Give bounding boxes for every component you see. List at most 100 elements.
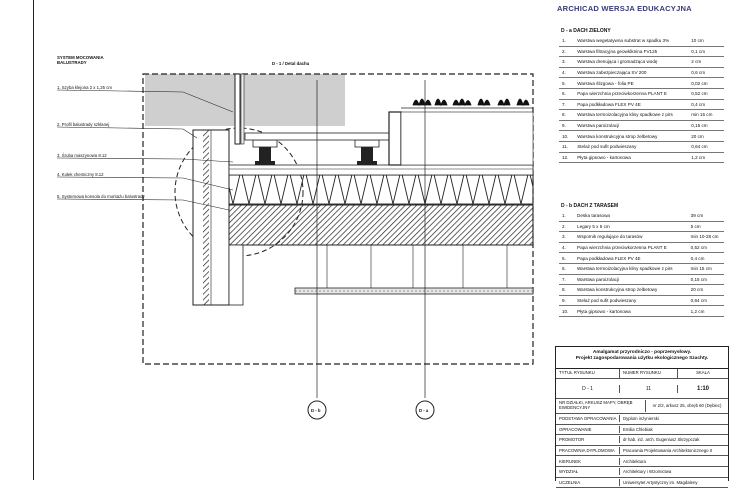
layer-name: Warstwa ślizgowa - folia PE: [576, 77, 691, 89]
layer-name: Warstwa paroizolacji: [576, 120, 691, 132]
layer-thickness: 20 cm: [689, 284, 724, 296]
layer-thickness: 5 cm: [689, 221, 724, 233]
layer-thickness: 39 cm: [689, 211, 724, 222]
axis-label-b: D - b: [311, 408, 321, 413]
callout-2: 2. Profil balustrady szklanej: [57, 122, 110, 127]
title-block-label: OPRACOWANIE: [556, 425, 620, 433]
layer-name: Papa podkładowa FLEX PV 4E: [576, 252, 690, 264]
roof-detail-drawing: [56, 73, 534, 420]
layer-number: 3.: [559, 56, 577, 68]
layer-thickness: 0,15 cm: [689, 274, 724, 286]
layer-thickness: 0,64 cm: [690, 141, 724, 153]
layer-name: Warstwa wegetatywna substrat w spadku 3%: [576, 36, 691, 47]
section-title-green-roof: D - a DACH ZIELONY: [561, 28, 611, 34]
sheet-frame-border: [33, 0, 34, 480]
layer-number: 6.: [559, 88, 577, 100]
title-block-label: KIERUNEK: [556, 457, 620, 465]
layer-row: 10.Warstwa konstrukcyjna strop żelbetowy…: [559, 130, 724, 142]
drawing-title-value: D - 1: [556, 384, 620, 393]
title-block-value: Emilia Chlebiak: [623, 426, 653, 432]
layer-name: Płyta gipsowo - kartonowa: [576, 305, 690, 317]
layer-thickness: 20 cm: [690, 130, 724, 142]
title-block-value: Architektury i Wzornictwa: [623, 469, 672, 475]
title-block-label: PROMOTOR: [556, 436, 620, 444]
terrace-deck: [244, 132, 391, 141]
layer-name: Warstwa konstrukcyjna strop żelbetowy: [576, 284, 690, 296]
layer-thickness: 1,2 cm: [689, 305, 724, 317]
layer-name: Stelaż pod sufit podwieszany: [576, 141, 691, 153]
layer-thickness: 0,4 cm: [689, 252, 724, 264]
plot-value: nr 2/2, arkusz 25, obręb 60 (Dębiec): [652, 402, 722, 408]
layer-name: Papa wierzchnia przeciwkorzenna PLANT E: [576, 242, 690, 254]
layer-name: Papa podkładowa FLEX PV 4E: [576, 99, 691, 111]
layer-number: 1.: [559, 36, 577, 47]
layer-name: Stelaż pod sufit podwieszany: [576, 295, 690, 307]
layer-number: 2.: [559, 46, 577, 58]
layer-number: 5.: [559, 252, 577, 264]
layer-name: Warstwa termoizolacyjna kliny spadkowe z…: [576, 109, 691, 121]
concrete-slab: [228, 204, 534, 246]
axis-label-a: D - a: [419, 408, 429, 413]
layer-thickness: min 15 cm: [690, 109, 724, 121]
layer-name: Papa wierzchnia przeciwkorzenna PLANT E: [576, 88, 691, 100]
layer-number: 8.: [559, 284, 577, 296]
layer-name: Deska tarasowa: [576, 211, 690, 222]
layer-number: 2.: [559, 221, 577, 233]
layer-thickness: 2 cm: [690, 56, 724, 68]
layer-number: 10.: [559, 130, 577, 142]
title-block-label: WYDZIAŁ: [556, 468, 620, 476]
green-roof-plants: [412, 98, 530, 107]
layer-row: 4.Papa wierzchnia przeciwkorzenna PLANT …: [559, 242, 724, 254]
layer-name: Warstwa filtracyjna geowłóknina FV125: [576, 46, 691, 58]
grey-fill-area: [145, 74, 345, 126]
layer-number: 7.: [559, 99, 577, 111]
layer-thickness: 0,64 cm: [689, 295, 724, 307]
layer-row: 8.Warstwa termoizolacyjna kliny spadkowe…: [559, 109, 724, 121]
callout-1: 1. Szyba klejona 2 x 1,25 cm: [57, 85, 112, 90]
scale-value: 1:10: [696, 385, 709, 392]
title-block-label: PRACOWNIA DYPLOMOWA: [556, 447, 620, 455]
project-title: Amalgamat przyrodniczo - poprzemysłowy.P…: [556, 347, 728, 369]
plot-label: NR DZIAŁKI, ARKUSZ MAPY, OBRĘB EWIDENCYJ…: [556, 400, 646, 412]
thermal-insulation: [228, 174, 534, 206]
title-block-label: PODSTAWA OPRACOWANIA: [556, 415, 620, 423]
layer-name: Warstwa konstrukcyjna strop żelbetowy: [576, 130, 691, 142]
layer-number: 1.: [559, 211, 577, 222]
layer-thickness: 0,1 cm: [690, 46, 724, 58]
layer-number: 4.: [559, 67, 577, 79]
layer-thickness: min 10-28 cm: [689, 231, 724, 243]
layer-number: 5.: [559, 77, 577, 89]
title-block: Amalgamat przyrodniczo - poprzemysłowy.P…: [555, 346, 729, 488]
title-block-value: Dyplom inżynierski: [623, 416, 659, 422]
layer-thickness: min 15 cm: [689, 263, 724, 275]
layer-number: 9.: [559, 120, 577, 132]
layer-thickness: 10 cm: [690, 36, 724, 47]
layer-thickness: 0,02 cm: [690, 77, 724, 89]
scale-header: SKALA: [696, 370, 710, 375]
layer-thickness: 0,52 cm: [689, 242, 724, 254]
callout-3: 3. Śruba maszynowa 8.12: [57, 153, 107, 158]
layer-name: Warstwa drenująca i gromadząca wodę: [576, 56, 691, 68]
drawing-number-header: NUMER RYSUNKU: [620, 369, 678, 378]
layer-thickness: 1,2 cm: [690, 152, 724, 164]
layer-thickness: 0,52 cm: [690, 88, 724, 100]
suspended-ceiling: [294, 287, 534, 295]
